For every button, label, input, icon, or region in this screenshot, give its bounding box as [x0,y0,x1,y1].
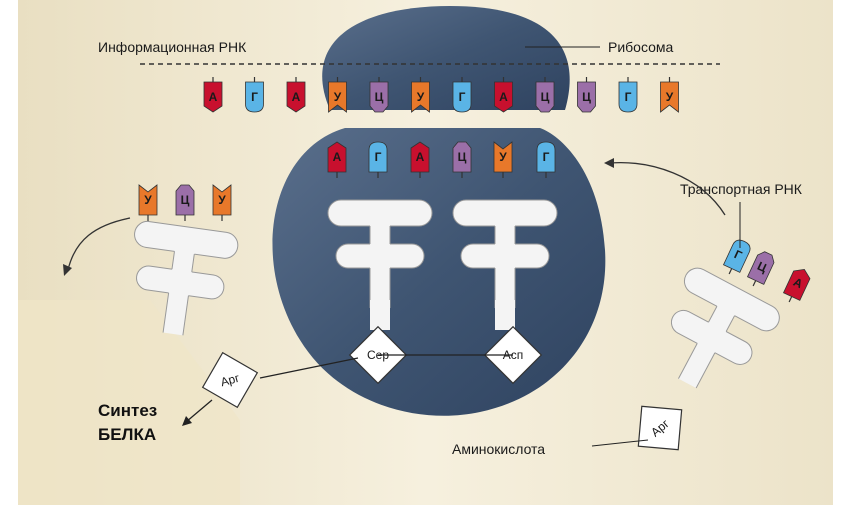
mrna-nucleotide-letter: А [499,90,508,104]
mrna-nucleotide-letter: Ц [582,90,591,104]
anticodon-nucleotide-letter: А [416,150,425,164]
anticodon-nucleotide-letter: Г [543,150,550,164]
label-protein: БЕЛКА [98,425,156,444]
anticodon-nucleotide-letter: Ц [181,193,190,207]
anticodon-nucleotide-letter: У [218,193,226,207]
mrna-nucleotide-letter: Ц [541,90,550,104]
label-mrna: Информационная РНК [98,39,247,55]
mrna-nucleotide-letter: Г [459,90,466,104]
anticodon-nucleotide-letter: У [144,193,152,207]
mrna-nucleotide-letter: Ц [375,90,384,104]
mrna-nucleotide-letter: У [417,90,425,104]
anticodon-nucleotide-letter: Г [375,150,382,164]
mrna-nucleotide-letter: Г [625,90,632,104]
mrna-nucleotide-letter: А [292,90,301,104]
mrna-nucleotide-letter: У [334,90,342,104]
mrna-nucleotide-letter: У [666,90,674,104]
label-amino-acid: Аминокислота [452,441,545,457]
label-trna: Транспортная РНК [680,181,803,197]
mrna-nucleotide-letter: А [209,90,218,104]
mrna-nucleotide-letter: Г [251,90,258,104]
label-ribosome: Рибосома [608,39,674,55]
anticodon-nucleotide-letter: Ц [458,150,467,164]
label-synthesis: Синтез [98,401,157,420]
anticodon-nucleotide-letter: А [333,150,342,164]
anticodon-nucleotide-letter: У [499,150,507,164]
